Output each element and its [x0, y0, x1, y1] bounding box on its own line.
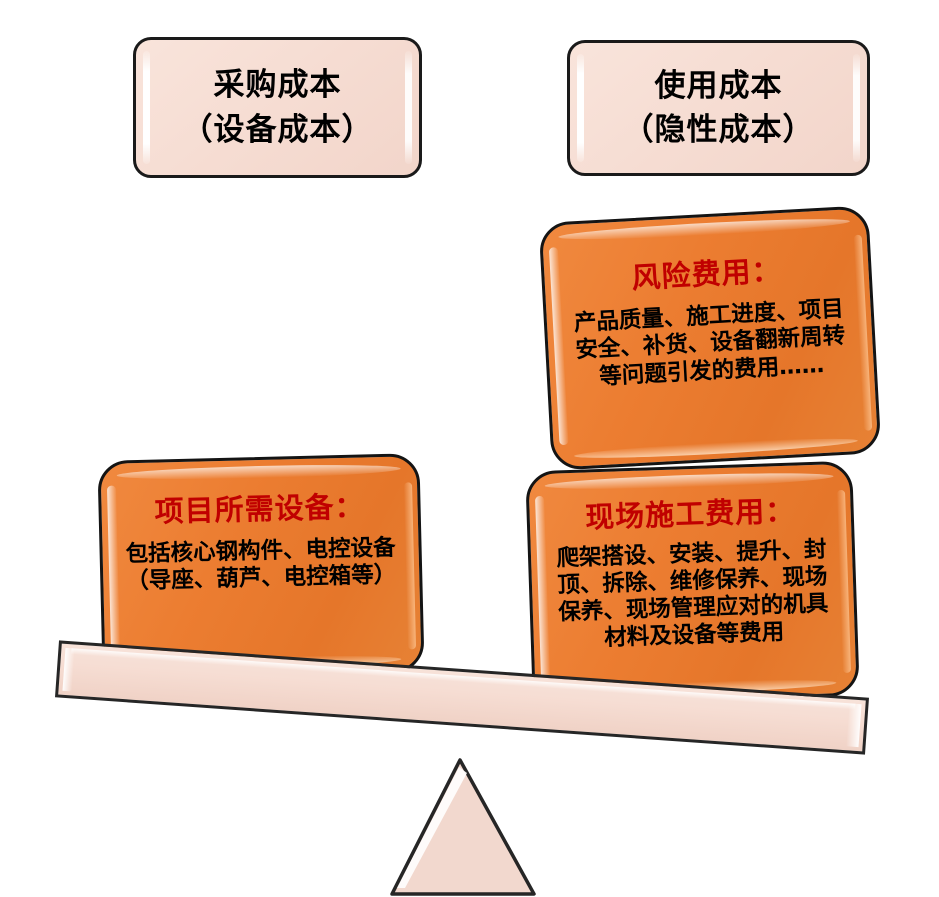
purchase-cost-title-line2: （设备成本）	[181, 111, 374, 148]
usage-cost-title-line1: 使用成本	[654, 67, 783, 104]
header-plaque-usage-cost: 使用成本 （隐性成本）	[567, 40, 870, 176]
equipment-card-title: 项目所需设备：	[154, 489, 365, 529]
beam-left-cap-highlight	[62, 647, 75, 692]
plaque-left-highlight	[143, 51, 150, 164]
card-top-bevel	[557, 215, 851, 244]
purchase-cost-title-line1: 采购成本	[213, 67, 342, 104]
cost-card-site-construction: 现场施工费用： 爬架搭设、安装、提升、封顶、拆除、维修保养、现场保养、现场管理应…	[525, 460, 860, 707]
equipment-card-body: 包括核心钢构件、电控设备（导座、葫芦、电控箱等）	[125, 534, 397, 595]
card-left-bevel	[548, 247, 569, 446]
plaque-right-highlight	[853, 54, 860, 162]
plaque-right-highlight	[405, 51, 412, 164]
card-right-bevel	[403, 482, 417, 650]
fulcrum-triangle-icon	[389, 757, 537, 897]
card-right-bevel	[836, 489, 852, 674]
beam-right-cap-highlight	[846, 703, 862, 748]
site-card-title: 现场施工费用：	[584, 493, 796, 535]
card-left-bevel	[535, 495, 551, 682]
risk-card-title: 风险费用：	[630, 253, 783, 296]
cost-card-risk: 风险费用： 产品质量、施工进度、项目安全、补货、设备翻新周转等问题引发的费用……	[538, 205, 882, 471]
card-top-bevel	[116, 462, 401, 482]
plaque-left-highlight	[577, 54, 584, 162]
site-card-body: 爬架搭设、安装、提升、封顶、拆除、维修保养、现场保养、现场管理应对的机具材料及设…	[556, 536, 829, 651]
card-left-bevel	[106, 485, 121, 655]
header-plaque-purchase-cost: 采购成本 （设备成本）	[133, 37, 422, 178]
card-bottom-bevel	[573, 435, 859, 462]
usage-cost-title-line2: （隐性成本）	[622, 112, 815, 148]
card-right-bevel	[853, 234, 873, 431]
risk-card-body: 产品质量、施工进度、项目安全、补货、设备翻新周转等问题引发的费用……	[573, 295, 846, 390]
